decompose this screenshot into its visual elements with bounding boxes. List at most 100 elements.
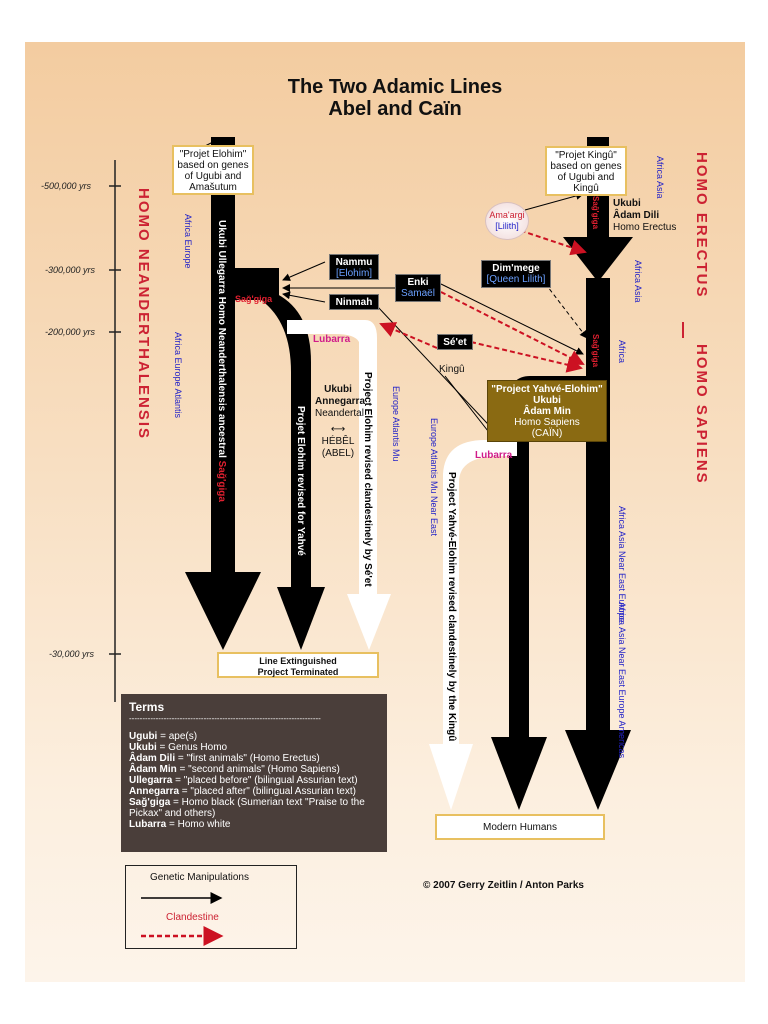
erectus-arrowhead bbox=[563, 237, 633, 282]
line-extinguished-box: Line Extinguished Project Terminated bbox=[217, 652, 379, 678]
term-row: Âdam Min = "second animals" (Homo Sapien… bbox=[129, 764, 379, 775]
abel-line-1: Ukubi bbox=[324, 384, 352, 395]
abel-line-5: (ABEL) bbox=[321, 448, 355, 459]
sagiga-mid-label: Sağ'giga bbox=[591, 334, 600, 368]
projet-elohim-box: "Projet Elohim" based on genes of Ugubi … bbox=[172, 145, 254, 195]
title-line-1: The Two Adamic Lines bbox=[287, 76, 503, 98]
yahve-line-1: Ukubi bbox=[533, 395, 561, 406]
samael-clandestine bbox=[440, 291, 585, 365]
dimmege-box: Dim'mege [Queen Lilith] bbox=[481, 260, 551, 288]
term-definition: = "first animals" (Homo Erectus) bbox=[175, 753, 320, 764]
abel-label: Ukubi Annegarra Neandertal ⟷ HÉBÊL (ABEL… bbox=[315, 384, 365, 460]
region-label: Africa bbox=[617, 340, 627, 364]
region-label: Europe Atlantis Mu bbox=[391, 386, 401, 462]
kingu-label: Kingû bbox=[439, 364, 465, 375]
homo-erectus-label: HOMO ERECTUS bbox=[693, 152, 710, 299]
copyright: © 2007 Gerry Zeitlin / Anton Parks bbox=[423, 880, 584, 891]
page-title: The Two Adamic Lines Abel and Caïn bbox=[245, 76, 545, 120]
extinguished-line-1: Line Extinguished bbox=[259, 656, 337, 666]
term-row: Ugubi = ape(s) bbox=[129, 731, 379, 742]
legend-genetic-label: Genetic Manipulations bbox=[150, 872, 249, 883]
region-label: Africa Asia bbox=[655, 156, 665, 199]
erectus-line-1: Ukubi bbox=[613, 198, 641, 209]
legend-clandestine-label: Clandestine bbox=[166, 912, 219, 923]
region-label: Europe Atlantis Mu Near East bbox=[429, 418, 439, 537]
modern-humans-box: Modern Humans bbox=[435, 814, 605, 840]
yahve-line-2: Âdam Min bbox=[523, 406, 571, 417]
amaargi-arrow bbox=[524, 192, 584, 211]
revised-branch bbox=[261, 294, 311, 590]
neanderthal-arrowhead bbox=[185, 572, 261, 650]
amaargi-label: Ama'argi bbox=[489, 210, 525, 220]
amaargi-sub-label: [Lilith] bbox=[495, 221, 519, 231]
yahve-arrowhead bbox=[491, 737, 547, 810]
amaargi-circle: Ama'argi [Lilith] bbox=[485, 202, 529, 240]
nammu-label: Nammu bbox=[335, 257, 373, 268]
term-row: Ukubi = Genus Homo bbox=[129, 742, 379, 753]
nammu-sub-label: [Elohim] bbox=[335, 268, 373, 279]
homo-neanderthalensis-label: HOMO NEANDERTHALENSIS bbox=[135, 188, 152, 441]
terms-heading: Terms bbox=[129, 700, 165, 714]
neanderthal-main-arrow bbox=[211, 137, 235, 577]
region-label: Africa Asia bbox=[633, 260, 643, 303]
ugubi-arrow-label: Ukubi Ullegarra Homo Neanderthalensis an… bbox=[216, 220, 227, 502]
double-arrow-icon: ⟷ bbox=[330, 424, 346, 435]
legend-box: Genetic Manipulations Clandestine bbox=[125, 865, 297, 949]
ugubi-arrow-red-text: Sağ'giga bbox=[216, 460, 227, 502]
term-row: Sağ'giga = Homo black (Sumerian text "Pr… bbox=[129, 797, 379, 819]
sagiga-right-label: Sağ'giga bbox=[591, 196, 600, 230]
seet-box: Sé'et bbox=[437, 334, 473, 350]
term-definition: = Homo black (Sumerian text "Praise to t… bbox=[129, 797, 365, 819]
seet-clandestine bbox=[470, 341, 583, 373]
kingu-arrow-label: Project Yahvé-Elohim revised clandestine… bbox=[446, 472, 457, 742]
seet-lubarra-clandestine bbox=[379, 322, 438, 349]
ninmah-box: Ninmah bbox=[329, 294, 379, 310]
dimmege-arrow bbox=[540, 277, 588, 339]
diagram-poster: The Two Adamic Lines Abel and Caïn -500,… bbox=[25, 42, 745, 982]
title-line-2: Abel and Caïn bbox=[328, 98, 462, 120]
term-name: Sağ'giga bbox=[129, 797, 171, 808]
term-definition: = Genus Homo bbox=[156, 742, 228, 753]
sapiens-arrowhead bbox=[565, 730, 631, 810]
term-row: Âdam Dili = "first animals" (Homo Erectu… bbox=[129, 753, 379, 764]
term-definition: = "placed before" (bilingual Assurian te… bbox=[172, 775, 358, 786]
project-yahve-box: "Project Yahvé-Elohim" Ukubi Âdam Min Ho… bbox=[487, 380, 607, 442]
amaargi-clandestine bbox=[512, 227, 587, 256]
nammu-box: Nammu [Elohim] bbox=[329, 254, 379, 280]
lubarra-branch-left bbox=[287, 320, 377, 598]
timeline-label: -300,000 yrs bbox=[45, 265, 96, 275]
erectus-line-3: Homo Erectus bbox=[613, 222, 677, 233]
term-definition: = ape(s) bbox=[157, 731, 198, 742]
term-definition: = "second animals" (Homo Sapiens) bbox=[176, 764, 340, 775]
homo-sapiens-label: HOMO SAPIENS bbox=[693, 344, 710, 485]
kingu-white-branch bbox=[443, 440, 517, 747]
lubarra-arrowhead-left bbox=[347, 594, 391, 650]
term-name: Annegarra bbox=[129, 786, 180, 797]
region-label: Africa Europe Atlantis bbox=[173, 332, 183, 419]
kingu-arrowhead bbox=[429, 744, 473, 810]
timeline-label: -500,000 yrs bbox=[41, 181, 92, 191]
erectus-label: Ukubi Âdam Dili Homo Erectus bbox=[613, 198, 676, 234]
diagram-graphics bbox=[109, 137, 684, 946]
lubarra-right-label: Lubarra bbox=[475, 450, 513, 461]
revised-arrowhead bbox=[277, 587, 325, 650]
nammu-arrow bbox=[282, 261, 326, 281]
term-name: Âdam Dili bbox=[129, 753, 176, 764]
timeline-label: -30,000 yrs bbox=[49, 649, 95, 659]
seet-arrow-label: Project Elohim revised clandestinely by … bbox=[362, 372, 373, 587]
term-name: Lubarra bbox=[129, 819, 167, 830]
ninmah-kingu-arrow bbox=[376, 305, 502, 439]
term-definition: = "placed after" (bilingual Assurian tex… bbox=[179, 786, 356, 797]
enki-box: Enki Samaël bbox=[395, 274, 441, 302]
term-name: Ullegarra bbox=[129, 775, 173, 786]
ugubi-arrow-text: Ukubi Ullegarra Homo Neanderthalensis an… bbox=[216, 220, 227, 458]
term-definition: = Homo white bbox=[166, 819, 231, 830]
abel-line-3: Neandertal bbox=[315, 408, 364, 419]
term-name: Ugubi bbox=[129, 731, 158, 742]
projet-kingu-box: "Projet Kingû" based on genes of Ugubi a… bbox=[545, 146, 627, 196]
lubarra-left-label: Lubarra bbox=[313, 334, 351, 345]
sapiens-main-arrow bbox=[586, 278, 610, 734]
terms-box: Terms ----------------------------------… bbox=[121, 694, 387, 852]
yahve-line-3: Homo Sapiens bbox=[514, 417, 580, 428]
